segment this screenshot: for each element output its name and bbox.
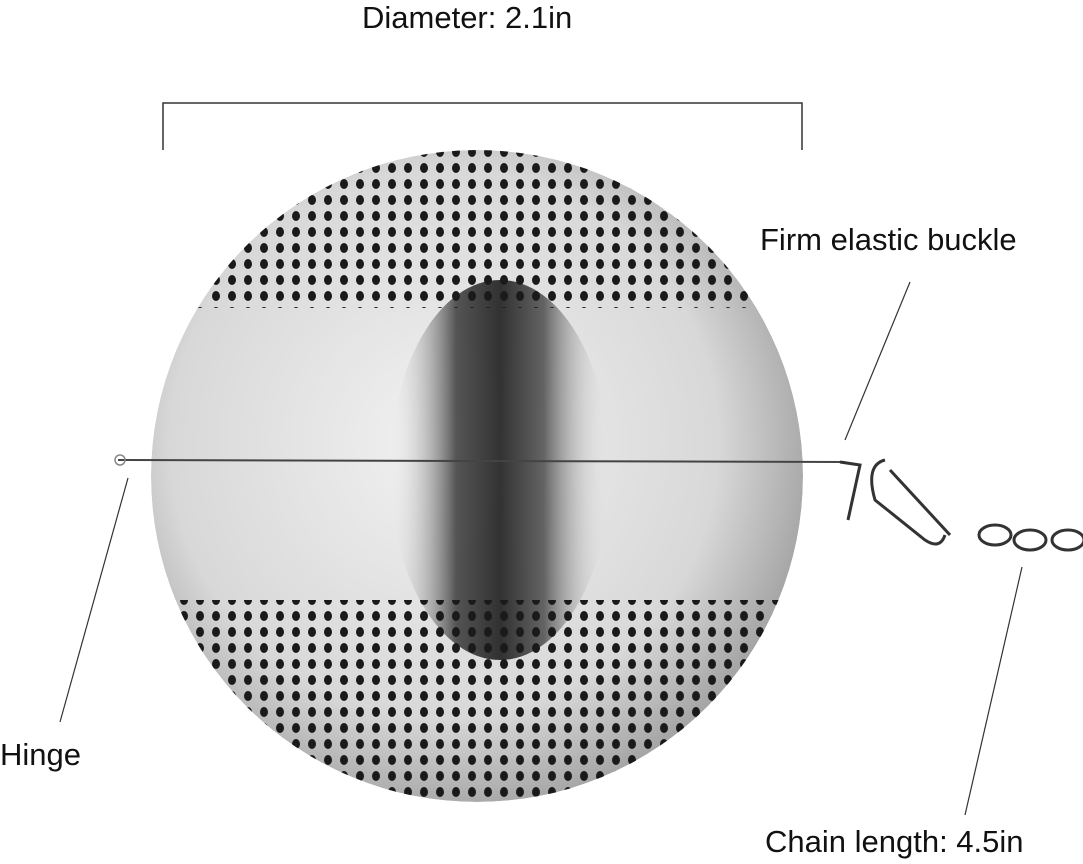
- buckle-label: Firm elastic buckle: [760, 222, 1017, 257]
- dimension-bracket: [162, 102, 803, 150]
- bottom-perforations: [151, 600, 803, 802]
- diameter-label: Diameter: 2.1in: [362, 0, 573, 35]
- leader-lines: [59, 281, 1023, 816]
- chain-length-label: Chain length: 4.5in: [765, 824, 1024, 859]
- top-perforations: [151, 150, 803, 308]
- infuser-ball: [151, 150, 803, 802]
- buckle-and-chain: [839, 458, 1083, 552]
- hinge-label: Hinge: [0, 737, 81, 772]
- hinge-wire: [114, 454, 846, 466]
